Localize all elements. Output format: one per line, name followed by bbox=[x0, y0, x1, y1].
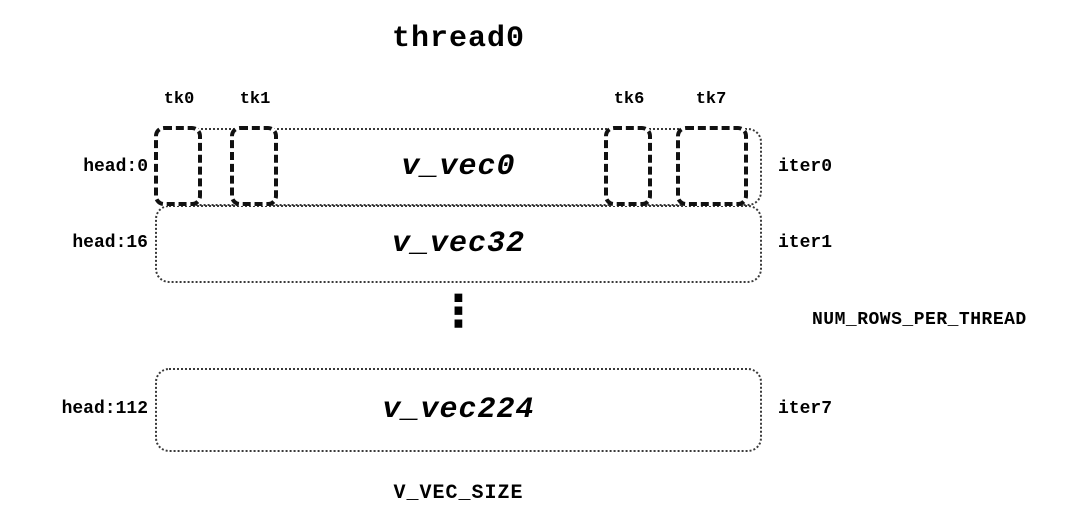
tk7-label: tk7 bbox=[695, 90, 727, 109]
v-vec224-label: v_vec224 bbox=[382, 393, 535, 427]
vertical-ellipsis-icon: ⋮ bbox=[436, 286, 481, 337]
num-rows-per-thread-label: NUM_ROWS_PER_THREAD bbox=[812, 310, 1027, 330]
v-vec-size-label: V_VEC_SIZE bbox=[393, 482, 524, 505]
v-vec32-label: v_vec32 bbox=[391, 227, 526, 261]
tk7-box bbox=[676, 126, 748, 206]
v-vec0-label: v_vec0 bbox=[401, 150, 516, 184]
v-vec-row-iter7: v_vec224 bbox=[155, 368, 762, 452]
diagram-title: thread0 bbox=[391, 22, 526, 56]
iter7-label: iter7 bbox=[778, 399, 833, 419]
tk1-label: tk1 bbox=[239, 90, 271, 109]
head-offset-16-label: head:16 bbox=[72, 233, 148, 253]
tk0-box bbox=[154, 126, 202, 206]
iter0-label: iter0 bbox=[778, 157, 833, 177]
iter1-label: iter1 bbox=[778, 233, 833, 253]
v-vec-row-iter1: v_vec32 bbox=[155, 205, 762, 283]
tk6-box bbox=[604, 126, 652, 206]
tk0-label: tk0 bbox=[163, 90, 195, 109]
tk1-box bbox=[230, 126, 278, 206]
head-offset-112-label: head:112 bbox=[61, 399, 148, 419]
head-offset-0-label: head:0 bbox=[83, 157, 148, 177]
tk6-label: tk6 bbox=[613, 90, 645, 109]
